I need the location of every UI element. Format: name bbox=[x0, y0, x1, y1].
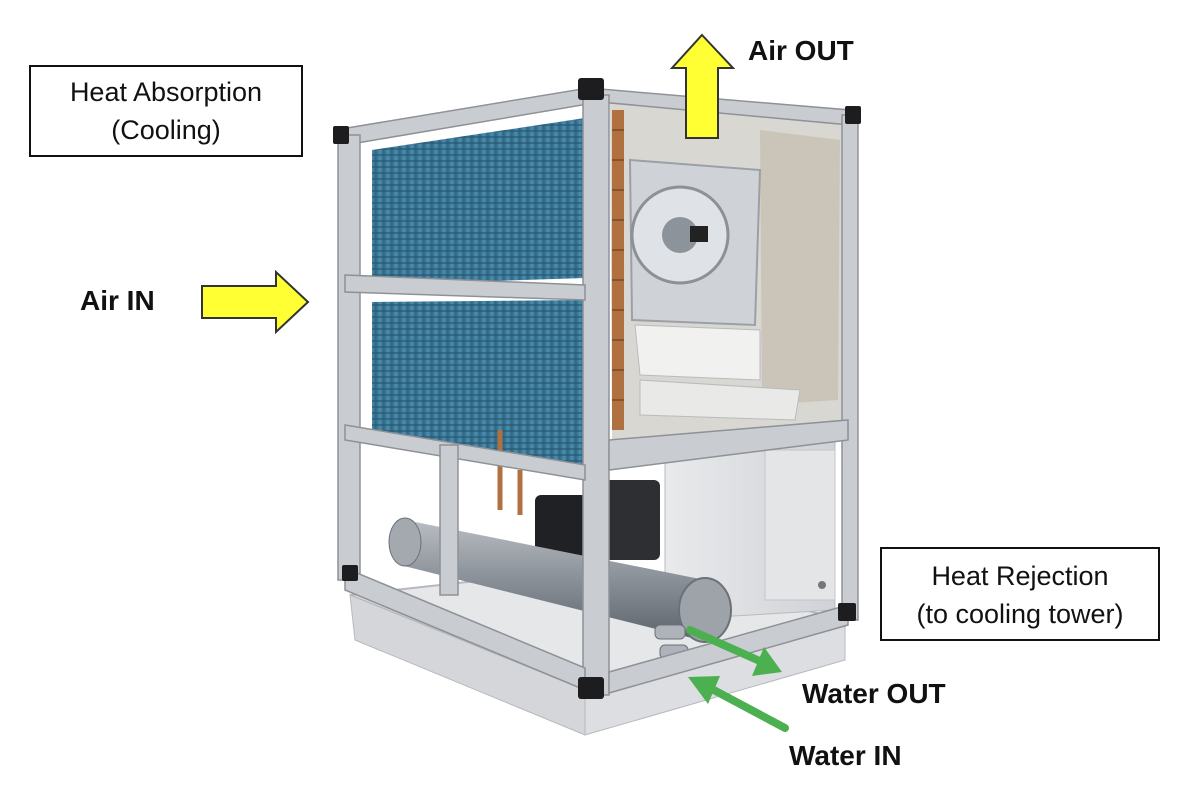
heat-absorption-subtitle: (Cooling) bbox=[111, 115, 221, 145]
heat-rejection-subtitle: (to cooling tower) bbox=[916, 599, 1124, 629]
heat-rejection-title: Heat Rejection bbox=[931, 561, 1109, 591]
compressor bbox=[600, 480, 660, 560]
air-out-label: Air OUT bbox=[748, 35, 854, 66]
water-heat-exchanger bbox=[388, 517, 732, 660]
heat-rejection-box: Heat Rejection (to cooling tower) bbox=[880, 547, 1160, 641]
cooling-coil-upper bbox=[372, 118, 585, 285]
cooling-coil-lower bbox=[372, 300, 585, 468]
water-out-arrow-icon bbox=[686, 626, 782, 676]
heat-absorption-box: Heat Absorption (Cooling) bbox=[29, 65, 303, 157]
aluminium-frame bbox=[333, 87, 859, 696]
heat-absorption-title: Heat Absorption bbox=[69, 77, 263, 107]
corner-caps bbox=[333, 78, 861, 699]
air-out-arrow-icon bbox=[669, 33, 736, 139]
water-in-arrow-icon bbox=[688, 676, 789, 732]
coil-header bbox=[612, 110, 624, 430]
water-out-label: Water OUT bbox=[802, 678, 946, 709]
air-in-arrow-icon bbox=[201, 269, 310, 335]
water-in-label: Water IN bbox=[789, 740, 902, 771]
air-in-label: Air IN bbox=[80, 285, 155, 316]
